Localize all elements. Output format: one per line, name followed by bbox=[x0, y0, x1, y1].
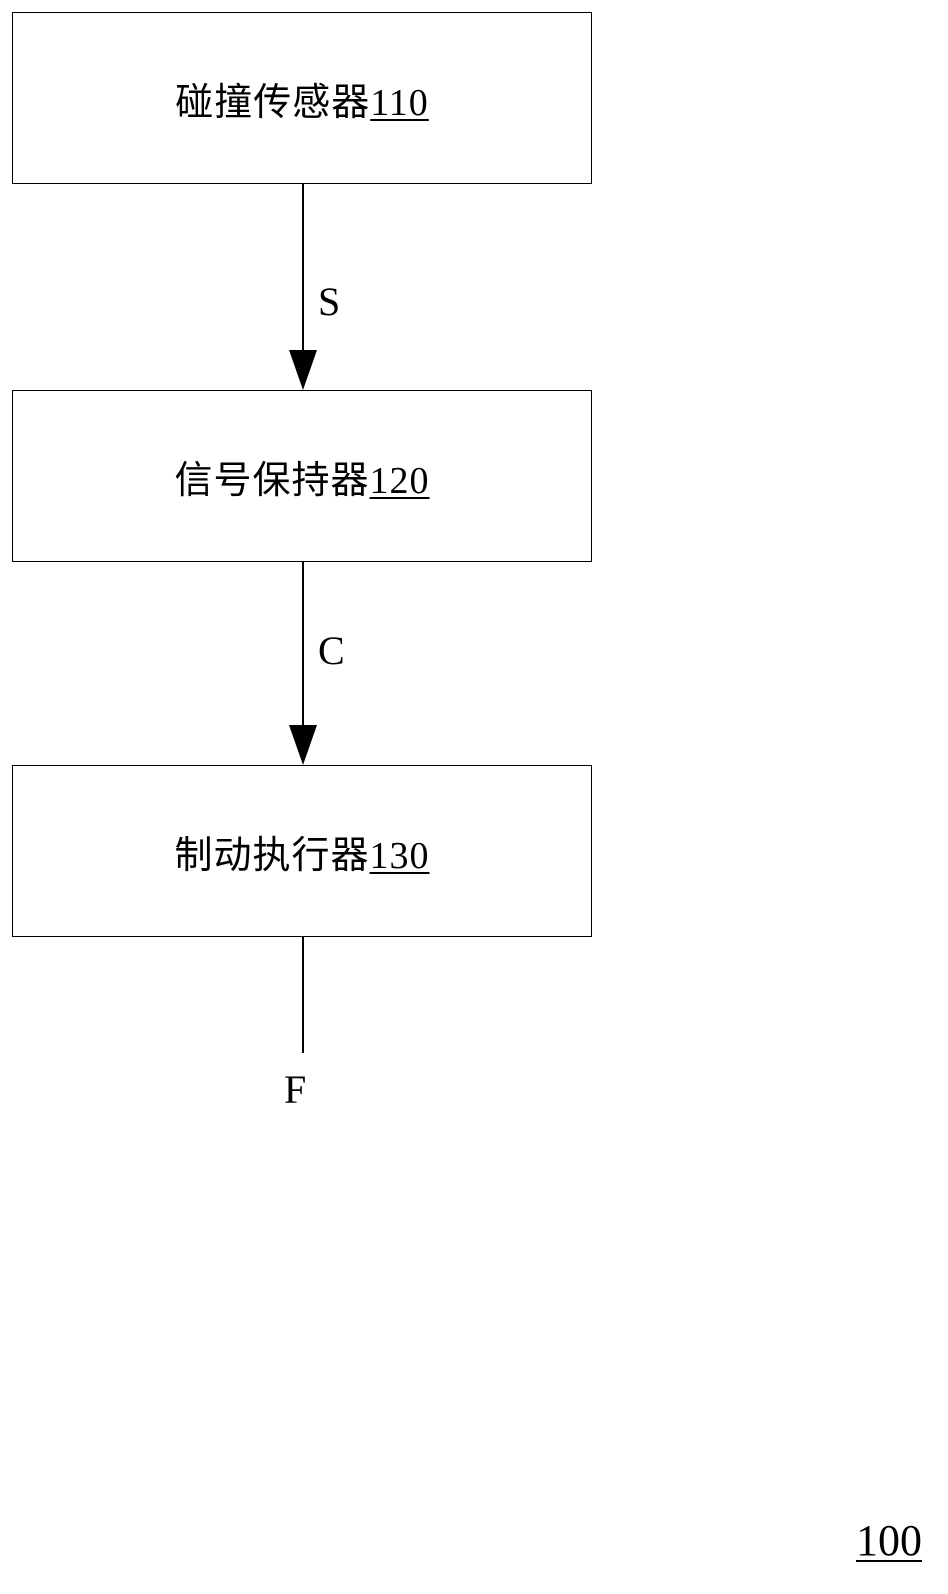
reference-numeral: 110 bbox=[370, 81, 429, 124]
figure-number: 100 bbox=[856, 1516, 922, 1565]
signal-holder-block: 信号保持器120 bbox=[12, 390, 592, 562]
block-label-brake-actuator: 制动执行器130 bbox=[174, 824, 429, 879]
signal-label-f: F bbox=[284, 1067, 307, 1112]
brake-actuator-block: 制动执行器130 bbox=[12, 765, 592, 937]
reference-numeral: 120 bbox=[369, 459, 430, 502]
block-text: 制动执行器 bbox=[174, 832, 370, 877]
signal-label-c: C bbox=[318, 628, 345, 673]
signal-label-s: S bbox=[318, 279, 341, 324]
collision-sensor-block: 碰撞传感器110 bbox=[12, 12, 592, 184]
block-text: 信号保持器 bbox=[174, 457, 370, 502]
block-text: 碰撞传感器 bbox=[175, 79, 371, 124]
arrowhead-c bbox=[289, 725, 317, 765]
reference-numeral: 130 bbox=[369, 834, 430, 877]
arrowhead-s bbox=[289, 350, 317, 390]
block-label-collision-sensor: 碰撞传感器110 bbox=[175, 71, 429, 126]
block-label-signal-holder: 信号保持器120 bbox=[174, 449, 429, 504]
